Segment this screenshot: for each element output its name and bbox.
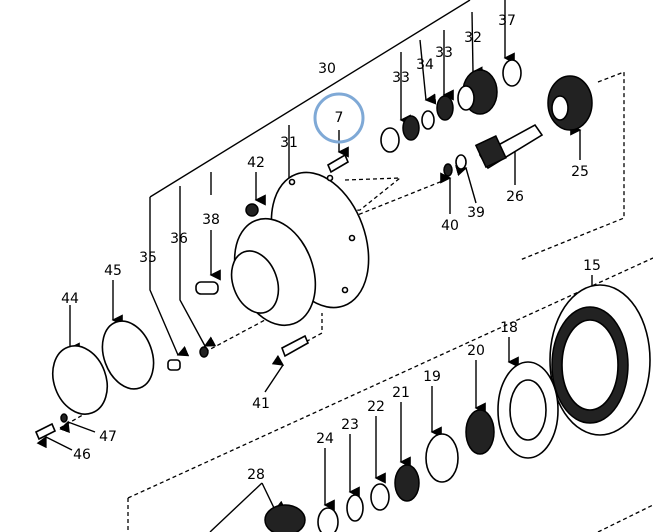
callout-18: 18 [500, 320, 518, 336]
callout-45: 45 [104, 263, 122, 279]
callout-42: 42 [247, 155, 265, 171]
callout-23: 23 [341, 417, 359, 433]
callout-37: 37 [498, 13, 516, 29]
callout-32: 32 [464, 30, 482, 46]
callout-44: 44 [61, 291, 79, 307]
callout-31: 31 [280, 135, 298, 151]
callout-19: 19 [423, 369, 441, 385]
callout-labels: 37 32 33 34 33 30 7 31 42 38 36 35 45 44… [61, 13, 601, 483]
callout-30: 30 [318, 61, 336, 77]
callout-41: 41 [252, 396, 270, 412]
dashed-guides [59, 71, 653, 532]
highlight-circle [313, 92, 365, 144]
callout-24: 24 [316, 431, 334, 447]
callout-35: 35 [139, 250, 157, 266]
housing-part [230, 171, 370, 327]
leader-lines [36, 0, 602, 532]
callout-34: 34 [416, 57, 434, 73]
callout-36: 36 [170, 231, 188, 247]
parts [34, 59, 651, 532]
callout-46: 46 [73, 447, 91, 463]
callout-28: 28 [247, 467, 265, 483]
callout-7: 7 [335, 110, 344, 126]
callout-40: 40 [441, 218, 459, 234]
callout-26: 26 [506, 189, 524, 205]
callout-39: 39 [467, 205, 485, 221]
callout-15: 15 [583, 258, 601, 274]
callout-20: 20 [467, 343, 485, 359]
callout-47: 47 [99, 429, 117, 445]
callout-22: 22 [367, 399, 385, 415]
callout-25: 25 [571, 164, 589, 180]
callout-33: 33 [392, 70, 410, 86]
callout-33: 33 [435, 45, 453, 61]
callout-38: 38 [202, 212, 220, 228]
callout-21: 21 [392, 385, 410, 401]
